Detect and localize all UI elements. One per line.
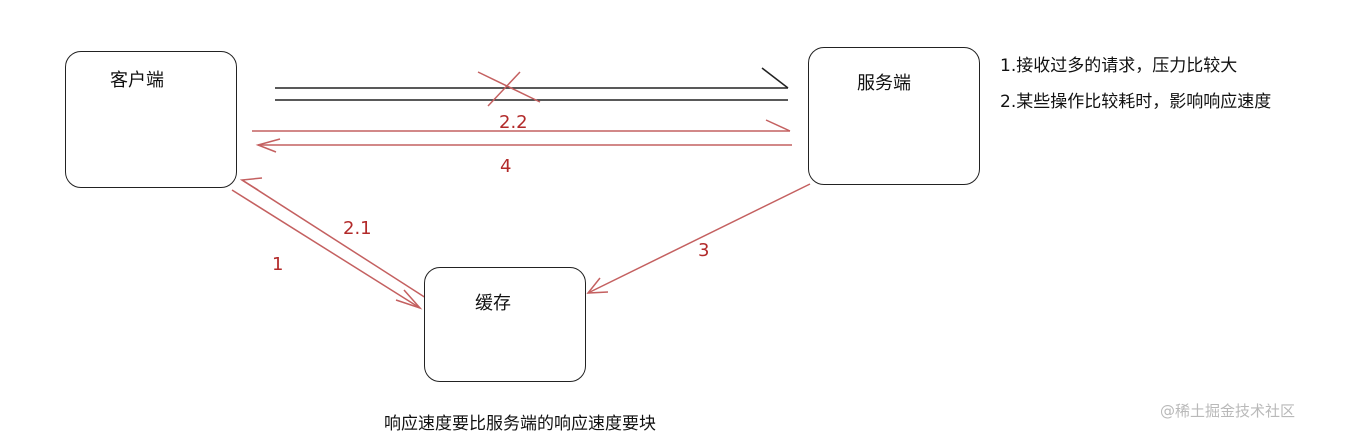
note-line-2: 2.某些操作比较耗时，影响响应速度	[1000, 92, 1272, 112]
edge-label-4: 4	[500, 156, 512, 177]
edge-3-line	[587, 183, 811, 294]
note-line-1: 1.接收过多的请求，压力比较大	[1000, 56, 1238, 76]
edge-2-2-arrowhead	[765, 119, 791, 132]
edge-black-cross-1	[477, 71, 541, 103]
client-node	[65, 51, 237, 188]
edge-1-arrowhead	[395, 289, 423, 310]
edge-3-arrowhead	[586, 277, 609, 294]
edge-label-2-2: 2.2	[499, 112, 528, 133]
cache-label: 缓存	[475, 293, 511, 314]
edge-label-1: 1	[272, 254, 284, 275]
server-node	[808, 47, 980, 185]
edge-4-arrowhead	[255, 138, 281, 153]
watermark: @稀土掘金技术社区	[1160, 402, 1296, 420]
edge-2-1-arrowhead	[239, 177, 263, 191]
diagram-caption: 响应速度要比服务端的响应速度要块	[384, 414, 656, 434]
edge-2-1-line	[241, 179, 427, 299]
edge-black-arrowhead	[761, 67, 789, 89]
server-label: 服务端	[857, 73, 911, 94]
client-label: 客户端	[110, 70, 164, 91]
cache-node	[424, 267, 586, 382]
edge-label-2-1: 2.1	[343, 218, 372, 239]
edge-label-3: 3	[698, 240, 710, 261]
edge-1-line	[231, 189, 421, 309]
edge-black-cross-2	[487, 71, 521, 107]
